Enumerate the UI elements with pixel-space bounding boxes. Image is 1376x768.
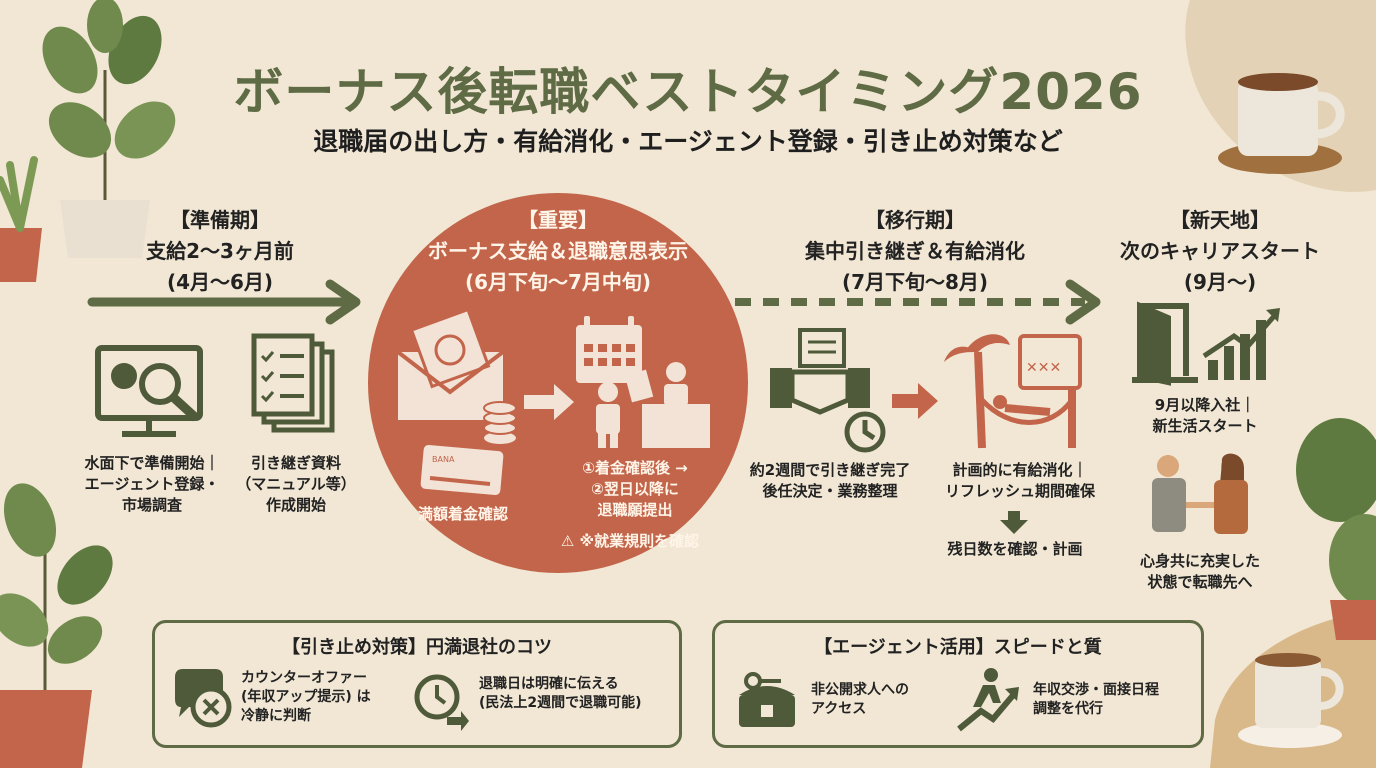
agent-tips-box: 【エージェント活用】スピードと質 非公開求人への アクセス 年収交渉・面接日程 …	[712, 620, 1204, 748]
arrow-right-icon	[892, 383, 938, 419]
phase-tag: 【準備期】	[170, 208, 270, 232]
coffee-cup-icon	[1238, 653, 1344, 748]
tip-line: カウンターオファー	[241, 670, 367, 686]
caption-line: 後任決定・業務整理	[762, 482, 898, 500]
caption-line: 引き継ぎ資料	[250, 454, 341, 472]
phase-line2: (7月下旬〜8月)	[841, 270, 989, 294]
caption-line: （マニュアル等）	[236, 475, 356, 493]
phase-tag: 【新天地】	[1170, 208, 1270, 232]
agent-tip-1: 非公開求人への アクセス	[811, 681, 951, 719]
clock-icon	[844, 411, 886, 453]
phase-line1: 次のキャリアスタート	[1120, 239, 1320, 263]
svg-text:✕✕✕: ✕✕✕	[1026, 360, 1061, 376]
page-title: ボーナス後転職ベストタイミング2026	[233, 63, 1143, 121]
tip-line: (民法上2週間で退職可能)	[479, 695, 642, 711]
tip-line: 年収交渉・面接日程	[1033, 682, 1159, 698]
dashed-arrow-icon	[735, 279, 1101, 325]
tip-line: 退職日は明確に伝える	[479, 676, 619, 692]
transition-caption-3: 残日数を確認・計画	[947, 540, 1083, 558]
phase-tag: 【移行期】	[865, 208, 965, 232]
caption-line: 9月以降入社｜	[1154, 396, 1256, 414]
card-text: BANA	[432, 455, 455, 464]
plant-icon	[0, 156, 42, 282]
chat-reject-icon	[175, 669, 232, 728]
caption-line: 約2週間で引き継ぎ完了	[749, 461, 911, 479]
arrow-right-icon	[524, 384, 574, 420]
phase-line2: (4月〜6月)	[166, 270, 274, 294]
arrow-down-icon	[1000, 511, 1028, 534]
calendar-icon	[576, 316, 642, 383]
phase-line2: (6月下旬〜7月中旬)	[464, 270, 652, 294]
plant-icon	[42, 0, 176, 258]
tip-line: アクセス	[811, 701, 867, 717]
handshake-icon	[770, 328, 870, 415]
plant-icon	[0, 483, 113, 768]
phase-tag: 【重要】	[518, 208, 598, 232]
caption-line: 新生活スタート	[1152, 417, 1258, 435]
important-caption-1: 満額着金確認	[417, 505, 508, 523]
caption-line: 状態で転職先へ	[1147, 573, 1253, 591]
caption-line: 計画的に有給消化｜	[952, 461, 1088, 479]
resignation-submit-icon	[596, 362, 710, 448]
door-icon	[1132, 301, 1198, 386]
phase-prep-heading: 【準備期】 支給2〜3ヶ月前 (4月〜6月)	[70, 205, 370, 298]
transition-caption-2: 計画的に有給消化｜ リフレッシュ期間確保	[920, 460, 1120, 502]
caption-line: エージェント登録・	[84, 475, 220, 493]
prep-caption-2: 引き継ぎ資料 （マニュアル等） 作成開始	[226, 453, 366, 516]
caption-line: 作成開始	[265, 496, 326, 514]
phase-line1: ボーナス支給＆退職意思表示	[428, 239, 688, 263]
growth-arrow-person-icon	[957, 668, 1019, 732]
page-subtitle: 退職届の出し方・有給消化・エージェント登録・引き止め対策など	[313, 127, 1063, 156]
agent-box-title: 【エージェント活用】スピードと質	[814, 637, 1102, 658]
caption-line: ②翌日以降に	[591, 480, 679, 498]
transition-caption-1: 約2週間で引き継ぎ完了 後任決定・業務整理	[730, 460, 930, 502]
plant-icon	[1296, 418, 1376, 640]
caption-line: 水面下で準備開始｜	[84, 454, 220, 472]
growth-chart-icon	[1202, 308, 1280, 380]
retention-tip-1: カウンターオファー (年収アップ提示) は 冷静に判断	[241, 669, 411, 726]
retention-tips-box: 【引き止め対策】円満退社のコツ カウンターオファー (年収アップ提示) は 冷静…	[152, 620, 682, 748]
retention-tip-2: 退職日は明確に伝える (民法上2週間で退職可能)	[479, 675, 675, 713]
caption-line: リフレッシュ期間確保	[944, 482, 1095, 500]
caption-line: ①着金確認後 →	[582, 459, 688, 477]
checklist-document-icon	[251, 333, 335, 433]
clock-arrow-icon	[414, 674, 469, 731]
caption-line: 心身共に充実した	[1139, 552, 1260, 570]
newstart-caption-2: 心身共に充実した 状態で転職先へ	[1115, 551, 1285, 593]
vacation-hammock-icon: ✕✕✕	[944, 334, 1082, 449]
warning-icon: ⚠	[560, 532, 575, 550]
monitor-search-icon	[95, 345, 203, 437]
bonus-envelope-icon	[396, 307, 517, 444]
prep-caption-1: 水面下で準備開始｜ エージェント登録・ 市場調査	[68, 453, 236, 516]
solid-arrow-icon	[87, 279, 361, 325]
phase-transition-heading: 【移行期】 集中引き継ぎ＆有給消化 (7月下旬〜8月)	[755, 205, 1075, 298]
phase-newstart-heading: 【新天地】 次のキャリアスタート (9月〜)	[1080, 205, 1360, 298]
phase-line1: 集中引き継ぎ＆有給消化	[805, 239, 1025, 263]
newstart-caption-1: 9月以降入社｜ 新生活スタート	[1120, 395, 1290, 437]
tip-line: 調整を代行	[1033, 701, 1103, 717]
tip-line: (年収アップ提示) は	[241, 689, 371, 705]
important-caption-2: ①着金確認後 → ②翌日以降に 退職願提出	[560, 458, 710, 521]
tip-line: 非公開求人への	[811, 682, 909, 698]
coffee-cup-icon	[1218, 73, 1345, 174]
people-handshake-icon	[1152, 453, 1248, 534]
caption-line: 市場調査	[121, 496, 182, 514]
phase-important-heading: 【重要】 ボーナス支給＆退職意思表示 (6月下旬〜7月中旬)	[388, 205, 728, 298]
warning-text: ※就業規則を確認	[579, 532, 700, 550]
agent-tip-2: 年収交渉・面接日程 調整を代行	[1033, 681, 1193, 719]
tip-line: 冷静に判断	[241, 708, 311, 724]
retention-box-title: 【引き止め対策】円満退社のコツ	[282, 637, 552, 658]
bank-card-icon: BANA	[420, 445, 504, 495]
caption-line: 退職願提出	[597, 501, 673, 519]
phase-line1: 支給2〜3ヶ月前	[146, 239, 294, 263]
treasure-key-icon	[739, 672, 795, 727]
phase-line2: (9月〜)	[1183, 270, 1257, 294]
rules-warning: ⚠ ※就業規則を確認	[540, 531, 720, 552]
